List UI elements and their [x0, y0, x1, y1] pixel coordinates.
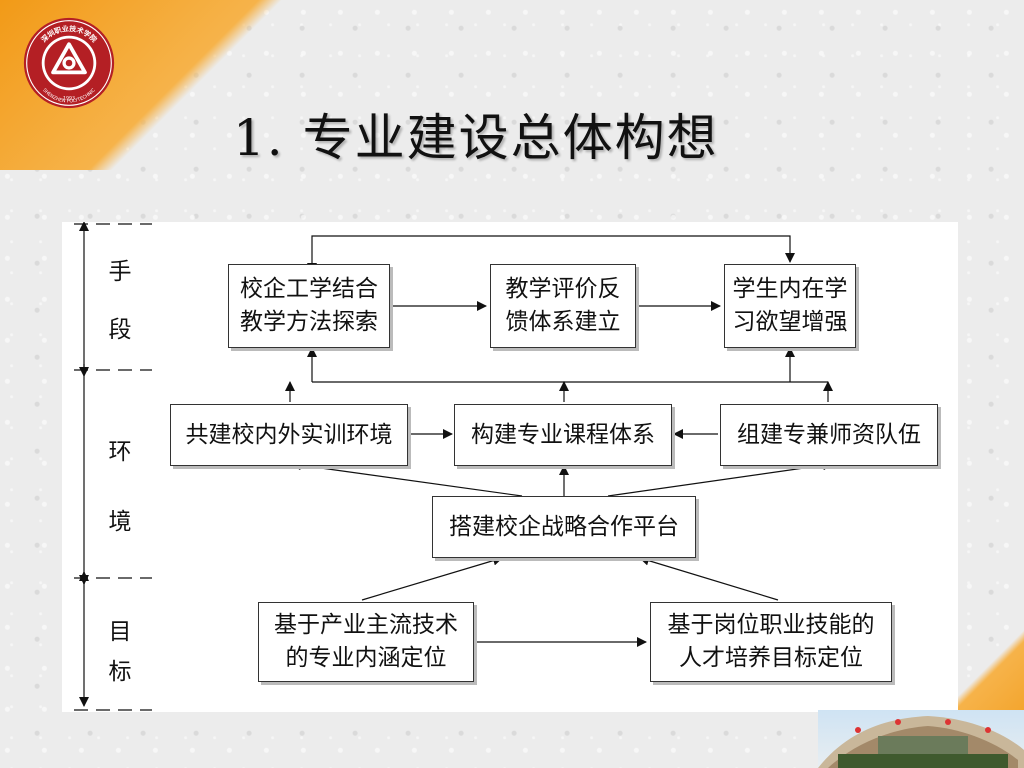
arrow-platform-training [291, 460, 523, 497]
side-label-environment-1: 环 [108, 439, 132, 465]
arrow-talent-platform [639, 555, 779, 601]
campus-photo [818, 710, 1024, 768]
node-training-environment: 共建校内外实训环境 [170, 404, 408, 466]
diagram-panel: 手 段 环 境 目 标 校企工学结合 教学方法探索 教学评价反 馈体系建立 学生… [62, 222, 958, 712]
arrow-top-loop [307, 235, 795, 273]
side-label-goal-1: 目 [108, 619, 132, 645]
side-label-means-2: 段 [108, 317, 132, 343]
node-talent-positioning: 基于岗位职业技能的 人才培养目标定位 [650, 602, 892, 682]
school-logo: 深圳职业技术学院 SHENZHEN POLYTECHNIC 1993 [23, 17, 115, 109]
side-label-means-1: 手 [108, 259, 132, 285]
arrow-platform-teacher [607, 460, 833, 497]
node-school-enterprise-method: 校企工学结合 教学方法探索 [228, 264, 390, 348]
svg-text:1993: 1993 [63, 96, 75, 102]
side-label-environment-2: 境 [108, 509, 132, 535]
side-label-goal-2: 标 [108, 659, 132, 685]
node-teacher-team: 组建专兼师资队伍 [720, 404, 938, 466]
node-curriculum-system: 构建专业课程体系 [454, 404, 672, 466]
arrow-industry-platform [361, 555, 503, 601]
node-student-motivation: 学生内在学 习欲望增强 [724, 264, 856, 348]
node-industry-positioning: 基于产业主流技术 的专业内涵定位 [258, 602, 474, 682]
diagram-connectors [74, 222, 833, 711]
node-cooperation-platform: 搭建校企战略合作平台 [432, 496, 696, 558]
page-title: 1. 专业建设总体构想 [233, 109, 719, 167]
node-teaching-evaluation: 教学评价反 馈体系建立 [490, 264, 636, 348]
